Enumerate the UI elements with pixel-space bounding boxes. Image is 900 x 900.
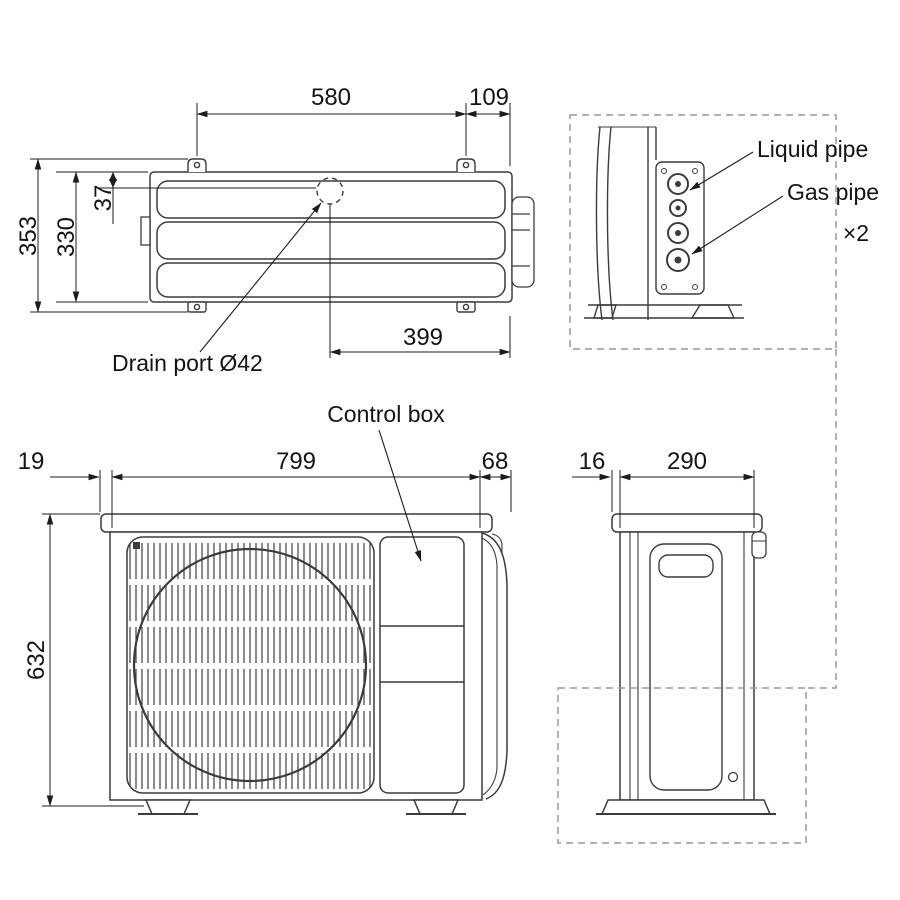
dim-body-depth bbox=[56, 171, 148, 303]
dim-side-depth bbox=[619, 470, 755, 528]
dim-side-front-margin-value: 16 bbox=[579, 448, 606, 475]
top-slat-2 bbox=[156, 221, 506, 260]
dim-front-height bbox=[42, 513, 144, 807]
gas-pipe-leader bbox=[691, 195, 784, 255]
control-box-panel bbox=[379, 536, 465, 794]
valve-plate bbox=[655, 161, 705, 295]
side-handle bbox=[658, 554, 714, 578]
drain-port-leader bbox=[199, 202, 322, 353]
front-foot-left bbox=[144, 799, 192, 815]
pipe-quantity-label: ×2 bbox=[843, 220, 869, 246]
front-top-right-tab bbox=[491, 533, 503, 554]
valve-3 bbox=[667, 222, 689, 244]
front-view: 19 799 68 632 Control box bbox=[18, 401, 512, 815]
mounting-brackets bbox=[187, 158, 476, 313]
side-view: 16 290 bbox=[572, 448, 776, 815]
top-view-left-tab bbox=[140, 216, 151, 246]
dim-drain-from-right bbox=[329, 204, 511, 358]
fan-circle bbox=[132, 547, 368, 783]
dim-overall-depth-value: 353 bbox=[15, 216, 42, 256]
pipe-detail-view: Liquid pipe Gas pipe ×2 bbox=[569, 114, 879, 350]
dim-body-depth-value: 330 bbox=[53, 217, 80, 257]
front-right-panel-curve bbox=[481, 532, 508, 800]
dim-drain-from-front-value: 37 bbox=[90, 185, 117, 212]
dim-side-depth-value: 290 bbox=[667, 448, 707, 475]
control-box-callout: Control box bbox=[327, 401, 445, 562]
dim-overall-depth bbox=[30, 158, 188, 313]
dim-front-right-margin bbox=[479, 470, 512, 512]
side-base bbox=[600, 799, 772, 815]
front-right-panel-inner bbox=[481, 537, 498, 796]
drain-port-label: Drain port Ø42 bbox=[112, 350, 263, 376]
side-body bbox=[619, 531, 755, 801]
top-slat-3 bbox=[156, 262, 506, 298]
side-pipe-cover bbox=[751, 531, 767, 559]
gas-pipe-label: Gas pipe bbox=[787, 179, 879, 205]
valve-4 bbox=[666, 248, 690, 272]
dim-front-width-value: 799 bbox=[276, 448, 316, 475]
dim-drain-from-right-value: 399 bbox=[403, 324, 443, 351]
grille-mark bbox=[133, 542, 140, 549]
control-box-label: Control box bbox=[327, 401, 445, 427]
drain-port-callout: Drain port Ø42 bbox=[112, 202, 322, 376]
control-box-leader bbox=[378, 429, 422, 562]
side-drain-hole bbox=[727, 771, 739, 783]
detail-source-frame bbox=[557, 687, 807, 844]
fan-grille bbox=[126, 536, 375, 794]
front-foot-right bbox=[412, 799, 460, 815]
liquid-pipe-label: Liquid pipe bbox=[757, 136, 868, 162]
dim-side-front-margin bbox=[572, 470, 613, 512]
dim-drain-from-front bbox=[98, 172, 316, 224]
detail-reference bbox=[557, 349, 837, 844]
side-top-cover bbox=[611, 513, 763, 533]
dim-front-left-margin-value: 19 bbox=[18, 448, 45, 475]
liquid-pipe-leader bbox=[689, 151, 754, 191]
side-panel bbox=[649, 543, 723, 791]
valve-1 bbox=[667, 173, 689, 195]
detail-frame bbox=[569, 114, 837, 350]
top-slat-1 bbox=[156, 180, 506, 219]
valve-2 bbox=[669, 199, 687, 217]
dim-mount-pitch-value: 580 bbox=[311, 84, 351, 111]
top-view-body bbox=[149, 171, 513, 303]
detail-connector-line bbox=[806, 349, 837, 689]
front-top-cover bbox=[100, 513, 493, 533]
dim-front-height-value: 632 bbox=[23, 640, 50, 680]
top-view: 580 109 353 330 37 399 Drain port Ø42 bbox=[15, 84, 535, 376]
dim-mount-to-side bbox=[465, 103, 511, 166]
dim-front-left-margin bbox=[50, 470, 101, 512]
top-view-valve-cover bbox=[511, 196, 535, 288]
dim-mount-to-side-value: 109 bbox=[469, 84, 509, 111]
dim-front-right-margin-value: 68 bbox=[482, 448, 509, 475]
detail-unit-corner bbox=[584, 126, 744, 321]
